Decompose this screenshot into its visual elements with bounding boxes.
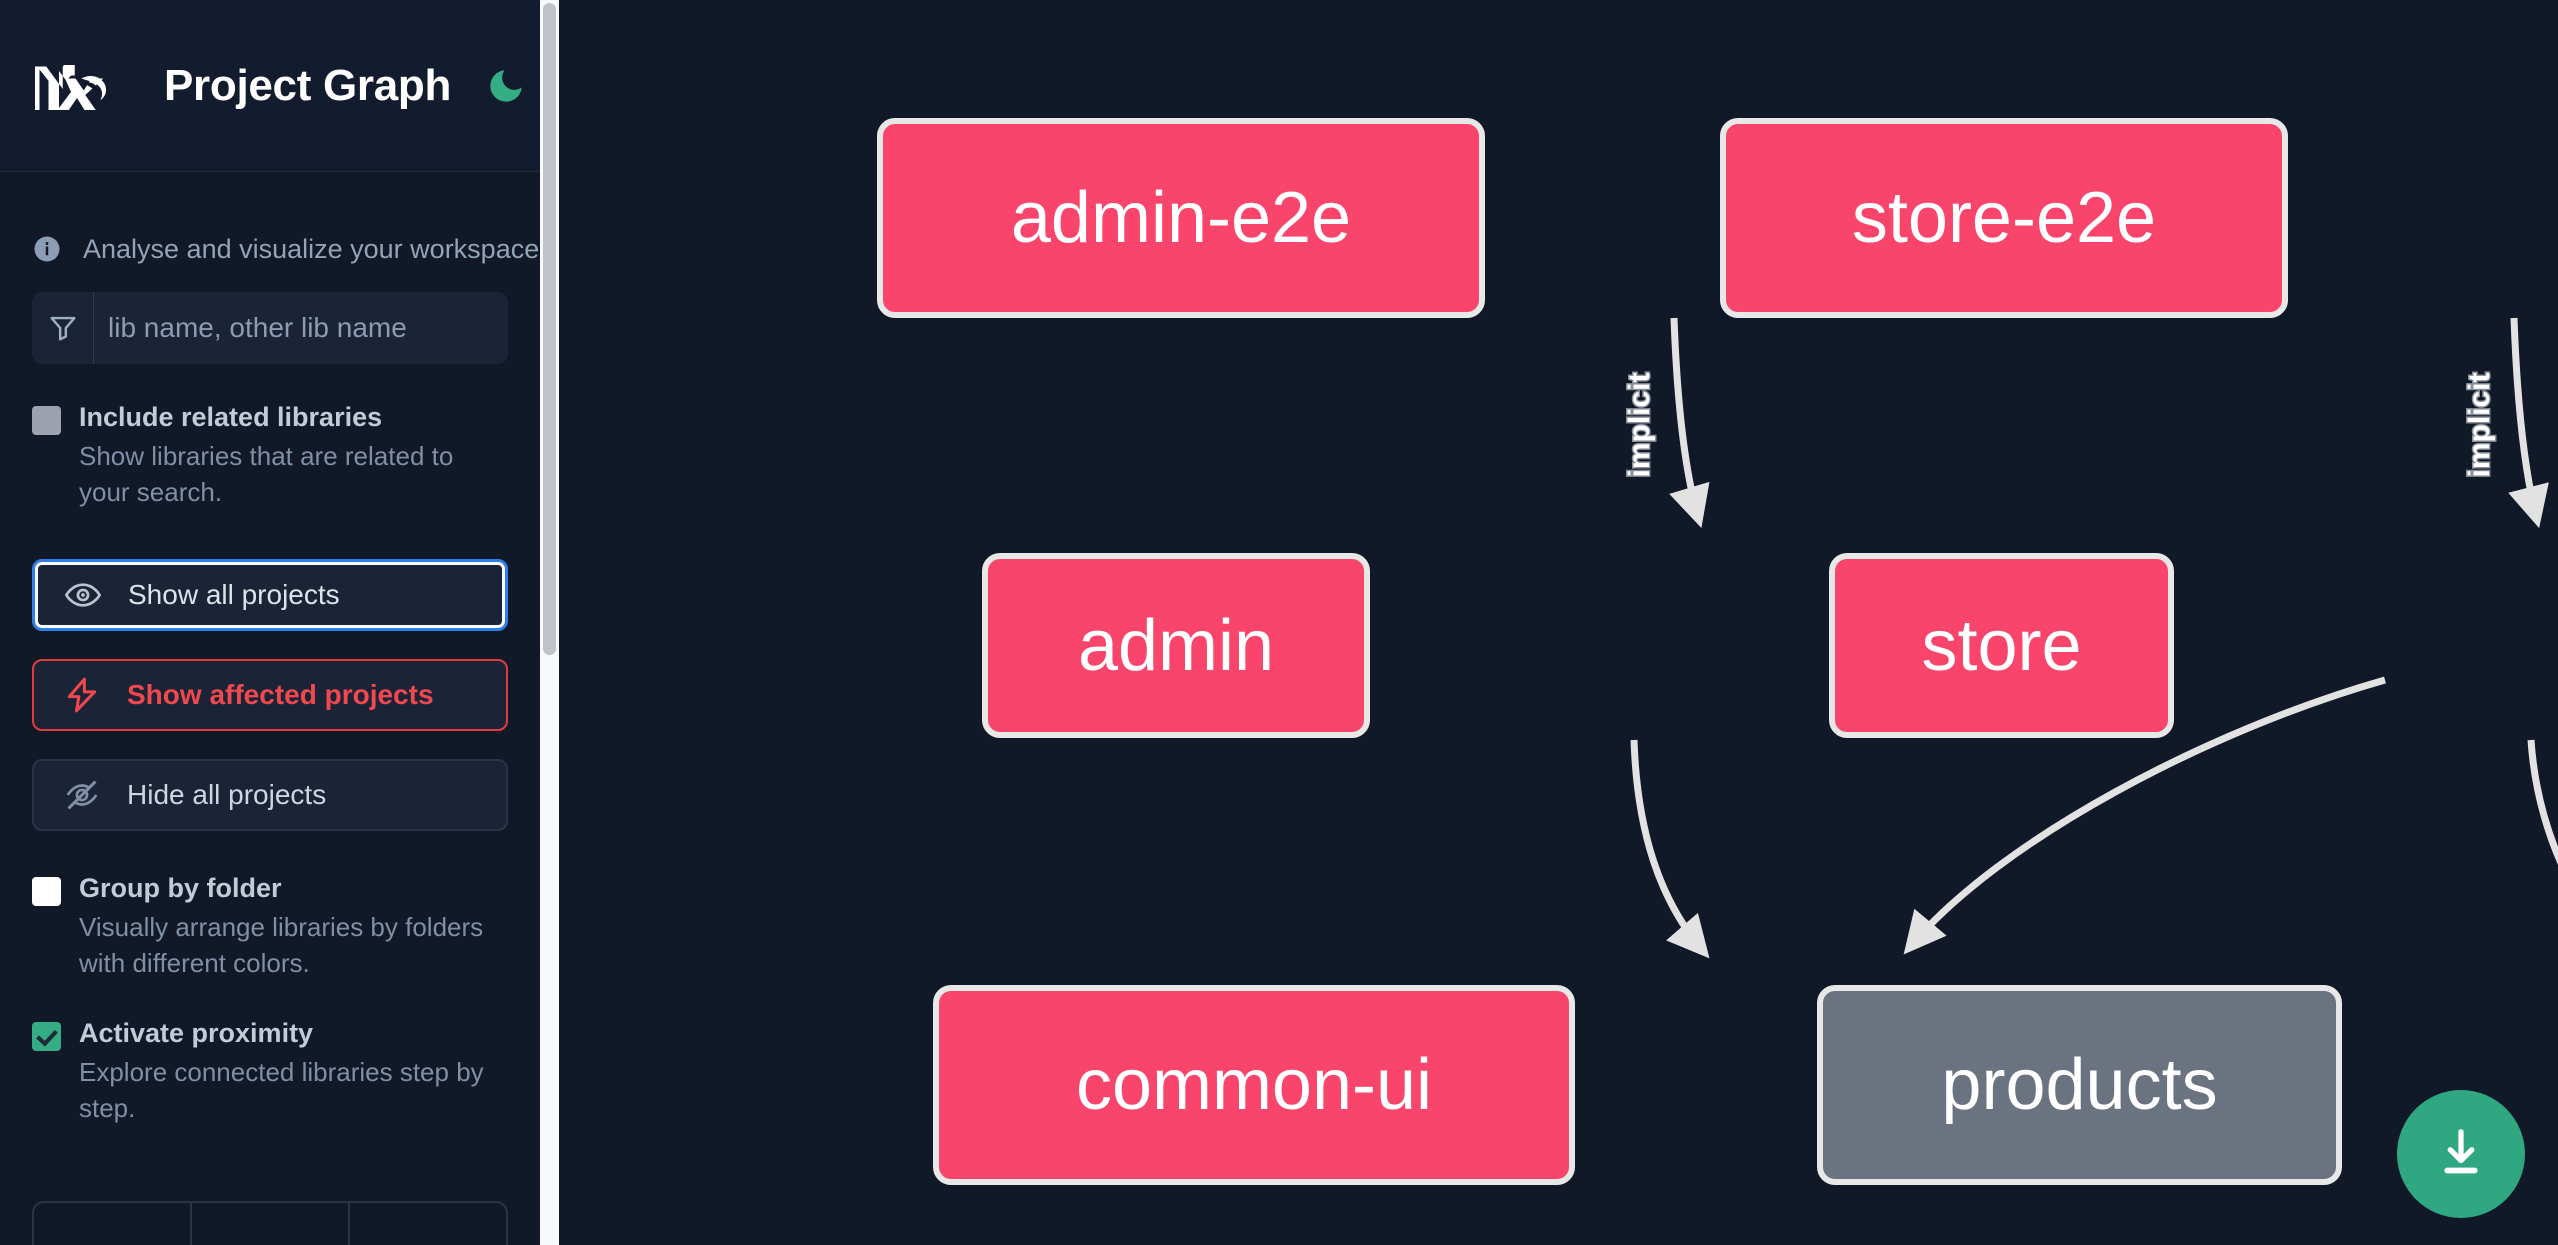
graph-edges: implicit implicit: [1622, 317, 2558, 959]
button-label: Hide all projects: [127, 778, 327, 810]
checkbox-group-by-folder[interactable]: [32, 876, 61, 906]
edge-admin-e2e-to-admin: [1669, 317, 1710, 529]
node-label: admin-e2e: [1010, 178, 1352, 258]
info-icon: [32, 234, 62, 264]
option-include-related-libraries[interactable]: Include related libraries Show libraries…: [0, 400, 540, 511]
visibility-button-group: Show all projects Show affected projects: [0, 558, 540, 831]
lightning-bolt-icon: [62, 675, 102, 715]
checkbox-activate-proximity[interactable]: [32, 1021, 61, 1051]
proximity-step-option[interactable]: [192, 1203, 350, 1245]
edge-store-to-products: [2527, 739, 2558, 865]
eye-icon: [63, 575, 103, 615]
proximity-step-option[interactable]: [34, 1203, 192, 1245]
graph-node-store-e2e[interactable]: store-e2e: [1720, 118, 2288, 318]
option-label: Activate proximity: [79, 1017, 314, 1048]
show-affected-projects-button[interactable]: Show affected projects: [32, 658, 508, 731]
option-label: Group by folder: [79, 872, 282, 903]
option-activate-proximity[interactable]: Activate proximity Explore connected lib…: [0, 1016, 540, 1127]
button-label: Show all projects: [128, 578, 340, 610]
nx-logo-icon: [32, 55, 122, 117]
eye-off-icon: [62, 775, 102, 815]
node-label: products: [1941, 1045, 2218, 1125]
show-all-projects-button[interactable]: Show all projects: [32, 558, 508, 631]
option-description: Visually arrange libraries by folders wi…: [79, 911, 484, 978]
graph-node-admin-e2e[interactable]: admin-e2e: [877, 118, 1485, 318]
node-label: admin: [1077, 605, 1275, 686]
project-graph-canvas[interactable]: implicit implicit admin-e2e store-e2e ad…: [559, 0, 2558, 1245]
sidebar-content: Project Graph Analyse and visualize yo: [0, 0, 547, 1245]
page-title: Project Graph: [164, 60, 452, 110]
search-input[interactable]: [94, 292, 508, 364]
filter-icon: [32, 292, 94, 364]
sidebar-header: Project Graph: [0, 0, 540, 172]
sidebar: Project Graph Analyse and visualize yo: [0, 0, 559, 1245]
moon-icon[interactable]: [485, 63, 527, 109]
hide-all-projects-button[interactable]: Hide all projects: [32, 758, 508, 831]
edge-label-implicit: implicit: [2463, 372, 2496, 477]
edge-label-implicit: implicit: [1623, 372, 1656, 477]
edge-store-to-common-ui: [1903, 676, 2386, 955]
proximity-step-option[interactable]: [350, 1203, 506, 1245]
download-graph-button[interactable]: [2397, 1090, 2525, 1218]
checkbox-include-related-libraries[interactable]: [32, 406, 61, 435]
option-group-by-folder[interactable]: Group by folder Visually arrange librari…: [0, 871, 540, 982]
graph-node-admin[interactable]: admin: [982, 553, 1370, 738]
search-filter-box[interactable]: [32, 292, 508, 364]
graph-node-store[interactable]: store: [1829, 553, 2174, 738]
tagline-text: Analyse and visualize your workspace.: [83, 233, 547, 264]
edge-admin-to-common-ui: [1630, 739, 1710, 959]
edge-store-e2e-to-store: [2508, 317, 2549, 529]
sidebar-scrollbar-thumb[interactable]: [543, 3, 556, 655]
node-label: common-ui: [1075, 1045, 1433, 1125]
download-icon: [2431, 1123, 2491, 1186]
workspace-tagline: Analyse and visualize your workspace.: [0, 172, 547, 282]
button-label: Show affected projects: [127, 678, 434, 710]
option-description: Show libraries that are related to your …: [79, 441, 454, 507]
proximity-step-group[interactable]: [32, 1201, 508, 1245]
graph-node-common-ui[interactable]: common-ui: [933, 985, 1575, 1185]
option-description: Explore connected libraries step by step…: [79, 1056, 484, 1123]
option-label: Include related libraries: [79, 402, 383, 432]
node-label: store: [1921, 605, 2082, 686]
graph-node-products[interactable]: products: [1817, 985, 2342, 1185]
node-label: store-e2e: [1851, 178, 2157, 258]
sidebar-scrollbar-track[interactable]: [540, 0, 559, 1245]
